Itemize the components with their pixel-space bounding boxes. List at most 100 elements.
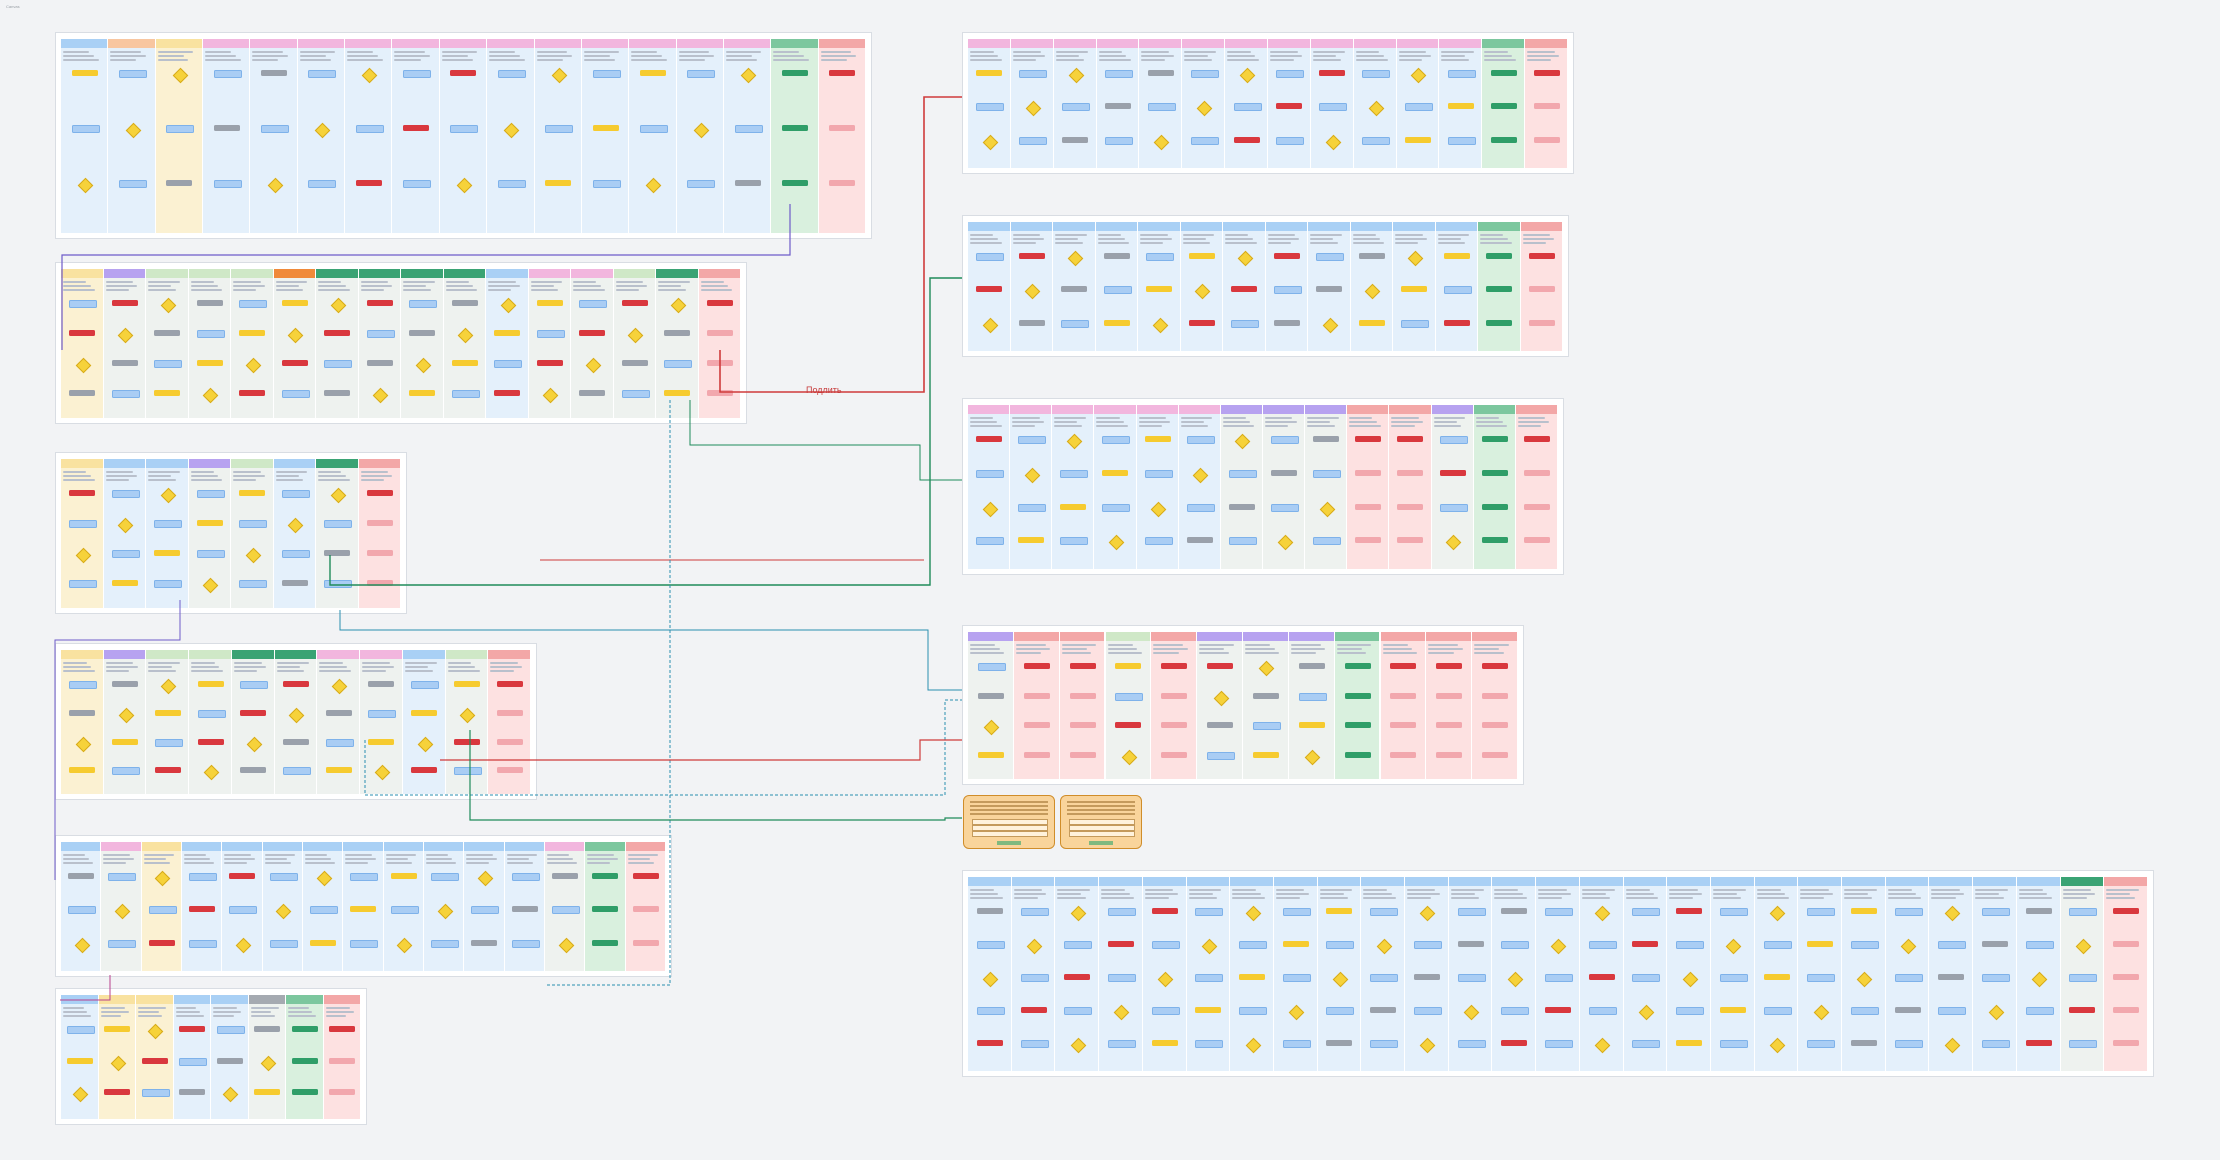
lane-header[interactable] — [402, 650, 445, 659]
process-node[interactable] — [1020, 1040, 1049, 1048]
process-node[interactable] — [1436, 692, 1463, 699]
decision-node[interactable] — [504, 122, 520, 139]
process-node[interactable] — [1273, 253, 1300, 259]
swimlane-frame[interactable] — [55, 262, 747, 424]
process-node[interactable] — [453, 681, 480, 687]
process-node[interactable] — [497, 70, 526, 78]
swimlane-frame[interactable] — [962, 215, 1569, 357]
lane-header[interactable] — [1139, 39, 1182, 48]
lane-header[interactable] — [1448, 877, 1492, 886]
lane-header[interactable] — [136, 995, 173, 1004]
process-node[interactable] — [1938, 1007, 1967, 1015]
lane-header[interactable] — [203, 39, 250, 48]
lane-header[interactable] — [286, 995, 323, 1004]
process-node[interactable] — [976, 908, 1003, 914]
process-node[interactable] — [112, 767, 141, 776]
process-node[interactable] — [1397, 469, 1424, 476]
decision-node[interactable] — [1944, 1037, 1961, 1054]
decision-node[interactable] — [551, 67, 567, 84]
form-note[interactable] — [1060, 795, 1142, 849]
lane-header[interactable] — [231, 459, 273, 468]
process-node[interactable] — [621, 360, 648, 366]
lane-header[interactable] — [1230, 877, 1273, 886]
lane-header[interactable] — [1405, 877, 1448, 886]
note-field[interactable] — [972, 831, 1048, 837]
process-node[interactable] — [1161, 663, 1188, 669]
process-node[interactable] — [453, 738, 480, 745]
decision-node[interactable] — [2075, 938, 2092, 955]
lane-header[interactable] — [1347, 405, 1389, 414]
lane-header[interactable] — [317, 650, 360, 659]
process-node[interactable] — [229, 873, 256, 879]
decision-node[interactable] — [1944, 905, 1961, 922]
lane-header[interactable] — [771, 39, 818, 48]
decision-node[interactable] — [72, 1087, 89, 1103]
decision-node[interactable] — [982, 317, 999, 333]
process-node[interactable] — [179, 1089, 206, 1096]
process-node[interactable] — [281, 390, 310, 398]
process-node[interactable] — [1326, 908, 1353, 914]
lane-header[interactable] — [250, 39, 297, 48]
process-node[interactable] — [1632, 908, 1661, 916]
process-node[interactable] — [687, 180, 716, 188]
process-node[interactable] — [1228, 537, 1257, 546]
lane-header[interactable] — [222, 842, 262, 851]
decision-node[interactable] — [984, 719, 1000, 736]
decision-node[interactable] — [1235, 433, 1251, 450]
process-node[interactable] — [1523, 537, 1550, 544]
process-node[interactable] — [1104, 70, 1133, 78]
process-node[interactable] — [450, 70, 477, 76]
process-node[interactable] — [1276, 136, 1305, 145]
decision-node[interactable] — [161, 678, 177, 695]
process-node[interactable] — [1982, 974, 2011, 982]
process-node[interactable] — [1188, 319, 1215, 326]
process-node[interactable] — [1982, 1040, 2011, 1048]
lane-header[interactable] — [1142, 877, 1186, 886]
process-node[interactable] — [1490, 136, 1517, 143]
lane-header[interactable] — [1099, 877, 1142, 886]
process-node[interactable] — [112, 681, 139, 687]
process-node[interactable] — [1298, 692, 1327, 701]
decision-node[interactable] — [276, 904, 292, 920]
decision-node[interactable] — [1157, 971, 1174, 988]
process-node[interactable] — [1276, 103, 1303, 110]
process-node[interactable] — [368, 681, 395, 687]
lane-header[interactable] — [383, 842, 423, 851]
process-node[interactable] — [1439, 436, 1468, 444]
process-node[interactable] — [1482, 751, 1509, 758]
process-node[interactable] — [1544, 1040, 1573, 1048]
process-node[interactable] — [1107, 974, 1136, 982]
lane-header[interactable] — [1225, 39, 1267, 48]
lane-header[interactable] — [61, 269, 103, 278]
process-node[interactable] — [1115, 692, 1144, 701]
lane-header[interactable] — [103, 459, 145, 468]
decision-node[interactable] — [1325, 134, 1342, 150]
process-node[interactable] — [324, 360, 353, 368]
decision-node[interactable] — [330, 297, 347, 314]
lane-header[interactable] — [676, 39, 723, 48]
decision-node[interactable] — [1121, 749, 1138, 765]
process-node[interactable] — [1481, 436, 1508, 442]
decision-node[interactable] — [585, 357, 602, 374]
decision-node[interactable] — [1288, 1004, 1305, 1021]
decision-node[interactable] — [77, 177, 94, 194]
decision-node[interactable] — [1277, 534, 1293, 551]
process-node[interactable] — [1207, 722, 1234, 728]
process-node[interactable] — [976, 1040, 1003, 1046]
lane-header[interactable] — [273, 459, 315, 468]
decision-node[interactable] — [1638, 1004, 1655, 1021]
process-node[interactable] — [281, 300, 308, 306]
process-node[interactable] — [829, 125, 856, 131]
process-node[interactable] — [1298, 722, 1325, 728]
lane-header[interactable] — [1439, 39, 1482, 48]
decision-node[interactable] — [287, 327, 304, 344]
process-node[interactable] — [1850, 908, 1877, 914]
process-node[interactable] — [281, 550, 310, 558]
lane-header[interactable] — [1482, 39, 1525, 48]
lane-header[interactable] — [1525, 39, 1567, 48]
decision-node[interactable] — [1304, 749, 1321, 765]
lane-header[interactable] — [1105, 632, 1151, 641]
process-node[interactable] — [324, 330, 351, 336]
process-node[interactable] — [1719, 1040, 1748, 1048]
process-node[interactable] — [1982, 941, 2009, 947]
